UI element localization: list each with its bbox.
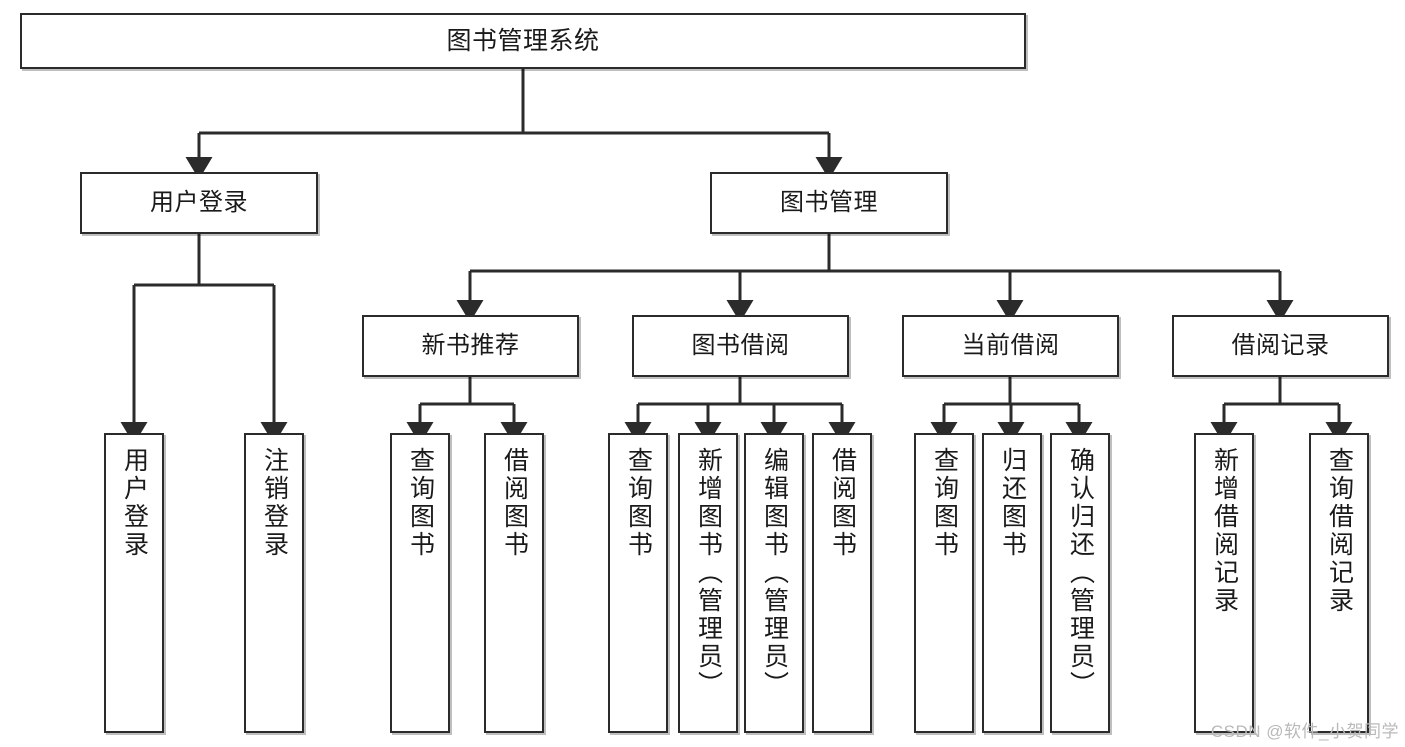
node-root-label: 图书管理系统 xyxy=(446,26,600,55)
leaf-new-book-borrow[interactable]: 借阅图书 xyxy=(484,433,544,733)
leaf-new-book-query[interactable]: 查询图书 xyxy=(390,433,450,733)
leaf-label: 借阅图书 xyxy=(500,447,529,559)
node-user-login-label: 用户登录 xyxy=(150,189,248,217)
leaf-book-borrow-edit[interactable]: 编辑图书（管理员） xyxy=(744,433,804,733)
node-book-management-label: 图书管理 xyxy=(780,189,878,217)
node-root[interactable]: 图书管理系统 xyxy=(20,13,1026,69)
leaf-label: 新增图书（管理员） xyxy=(694,447,723,699)
leaf-book-borrow-query[interactable]: 查询图书 xyxy=(608,433,668,733)
node-borrow-record-label: 借阅记录 xyxy=(1231,332,1330,360)
node-current-borrow-label: 当前借阅 xyxy=(961,332,1060,360)
leaf-label: 借阅图书 xyxy=(828,447,857,559)
leaf-label: 确认归还（管理员） xyxy=(1066,447,1095,699)
leaf-label: 查询图书 xyxy=(406,447,435,559)
node-new-book-recommend-label: 新书推荐 xyxy=(421,332,520,360)
leaf-label: 查询图书 xyxy=(624,447,653,559)
leaf-label: 归还图书 xyxy=(998,447,1027,559)
leaf-current-borrow-confirm[interactable]: 确认归还（管理员） xyxy=(1050,433,1110,733)
leaf-borrow-record-add[interactable]: 新增借阅记录 xyxy=(1194,433,1254,733)
leaf-borrow-record-query[interactable]: 查询借阅记录 xyxy=(1309,433,1369,733)
node-borrow-record[interactable]: 借阅记录 xyxy=(1172,315,1389,377)
leaf-user-login-logout[interactable]: 注销登录 xyxy=(244,433,304,733)
node-book-borrow-label: 图书借阅 xyxy=(691,332,790,360)
node-book-borrow[interactable]: 图书借阅 xyxy=(632,315,849,377)
node-current-borrow[interactable]: 当前借阅 xyxy=(902,315,1119,377)
leaf-user-login-login[interactable]: 用户登录 xyxy=(104,433,164,733)
leaf-label: 编辑图书（管理员） xyxy=(760,447,789,699)
node-user-login[interactable]: 用户登录 xyxy=(80,172,318,234)
leaf-label: 查询图书 xyxy=(930,447,959,559)
leaf-label: 用户登录 xyxy=(120,447,149,559)
node-new-book-recommend[interactable]: 新书推荐 xyxy=(362,315,579,377)
leaf-book-borrow-add[interactable]: 新增图书（管理员） xyxy=(678,433,738,733)
csdn-watermark: CSDN @软件_小贺同学 xyxy=(1210,722,1399,741)
leaf-label: 注销登录 xyxy=(260,447,289,559)
leaf-current-borrow-query[interactable]: 查询图书 xyxy=(914,433,974,733)
leaf-label: 新增借阅记录 xyxy=(1210,447,1239,615)
leaf-book-borrow-borrow[interactable]: 借阅图书 xyxy=(812,433,872,733)
node-book-management[interactable]: 图书管理 xyxy=(710,172,948,234)
leaf-current-borrow-return[interactable]: 归还图书 xyxy=(982,433,1042,733)
leaf-label: 查询借阅记录 xyxy=(1325,447,1354,615)
